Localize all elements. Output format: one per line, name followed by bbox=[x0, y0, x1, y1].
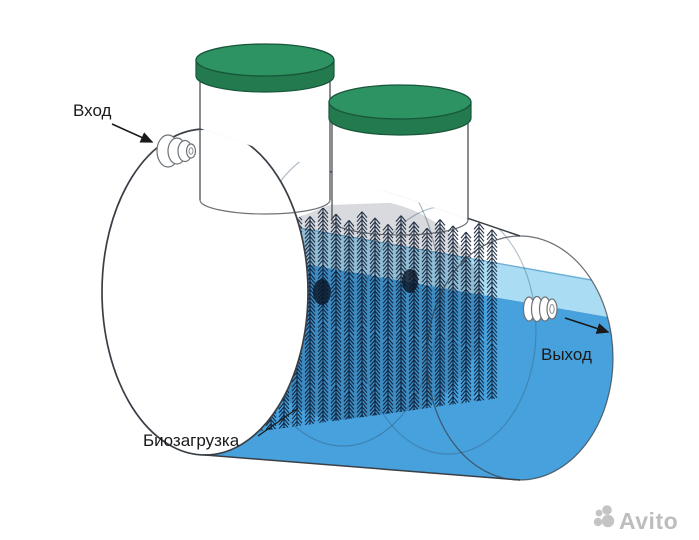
bio-brush bbox=[473, 280, 485, 341]
bio-brush bbox=[343, 334, 355, 395]
bio-brush bbox=[486, 286, 498, 347]
inlet-label: Вход bbox=[73, 101, 112, 120]
outlet-label: Выход bbox=[541, 345, 592, 364]
bio-brush bbox=[395, 329, 407, 390]
avito-watermark: Avito bbox=[593, 505, 678, 534]
hatch-lid-2-top bbox=[328, 84, 472, 120]
bio-brush bbox=[447, 282, 459, 343]
bio-brush bbox=[252, 319, 264, 381]
bio-brush bbox=[356, 211, 368, 272]
bio-brush bbox=[240, 370, 251, 431]
bio-brush bbox=[434, 333, 446, 394]
hatch-neck-1-base bbox=[199, 199, 331, 215]
bio-brush bbox=[447, 339, 459, 400]
bio-brush bbox=[343, 220, 355, 281]
bio-brush bbox=[265, 269, 277, 330]
hatch-neck-2-base bbox=[331, 219, 469, 236]
inlet-arrow bbox=[111, 123, 154, 143]
bio-brush bbox=[369, 217, 381, 278]
inlet-pipe bbox=[156, 134, 197, 168]
bio-brush bbox=[369, 331, 381, 392]
bio-brush bbox=[421, 227, 433, 289]
tank-front-end-outline bbox=[101, 128, 309, 456]
bio-brush bbox=[382, 337, 394, 399]
hatch-neck-2-body bbox=[332, 108, 468, 220]
bio-brush bbox=[291, 266, 303, 328]
bio-brush bbox=[460, 231, 472, 293]
avito-watermark-text: Avito bbox=[619, 508, 678, 534]
bio-brush bbox=[252, 205, 264, 267]
bio-media-pointer-line bbox=[257, 407, 299, 437]
bio-brush bbox=[304, 330, 316, 391]
hatch-lid-2 bbox=[328, 84, 472, 136]
hatch-neck-1 bbox=[199, 66, 331, 215]
bio-brush bbox=[408, 335, 420, 396]
bio-media-dark-spot bbox=[402, 269, 418, 293]
bio-brush bbox=[240, 200, 251, 260]
avito-logo-icon bbox=[593, 505, 615, 528]
bio-brush bbox=[278, 260, 290, 321]
bio-brush bbox=[278, 317, 290, 378]
bio-brush bbox=[330, 213, 342, 275]
bio-brush bbox=[330, 270, 342, 332]
hatch-neck-2 bbox=[331, 108, 469, 236]
tank-bottom-edge bbox=[204, 454, 521, 481]
outlet-arrow bbox=[564, 317, 610, 334]
bio-brush bbox=[434, 219, 446, 280]
bio-brush bbox=[486, 343, 498, 404]
hatch-neck-1-body bbox=[200, 66, 330, 173]
bio-media-dark-spot bbox=[313, 279, 331, 305]
bio-brush bbox=[382, 280, 394, 342]
bio-brush bbox=[240, 256, 251, 317]
bio-brush bbox=[240, 313, 251, 374]
bio-brush bbox=[356, 268, 368, 329]
bio-brush bbox=[460, 345, 472, 407]
bio-brush bbox=[460, 288, 472, 350]
bio-brush bbox=[265, 326, 277, 387]
hatch-lid-1-top bbox=[195, 43, 335, 77]
bio-brush bbox=[317, 321, 329, 382]
bio-brush bbox=[434, 276, 446, 337]
bio-media-label: Биозагрузка bbox=[143, 431, 240, 450]
bio-brush bbox=[265, 212, 277, 273]
bio-brush bbox=[356, 325, 368, 386]
bio-brush bbox=[252, 262, 264, 324]
bio-brush bbox=[343, 277, 355, 338]
outlet-pipe bbox=[522, 295, 558, 323]
hatch-lid-1 bbox=[195, 43, 335, 93]
bio-brush bbox=[317, 207, 329, 268]
bio-brush bbox=[330, 327, 342, 389]
bio-brush bbox=[473, 337, 485, 398]
bio-brush bbox=[369, 274, 381, 335]
